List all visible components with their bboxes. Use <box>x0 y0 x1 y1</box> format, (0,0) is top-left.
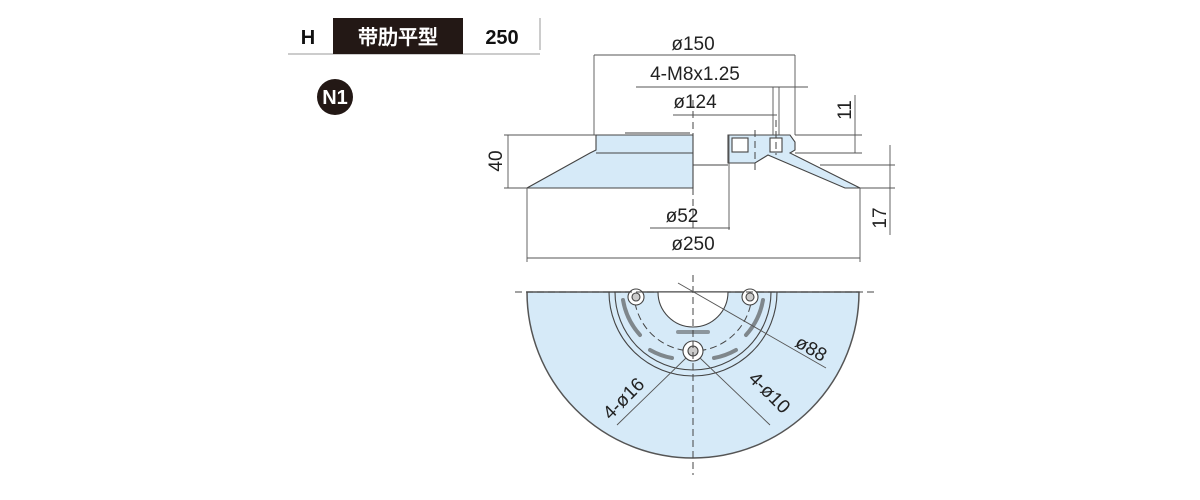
dim-height-top: 11 <box>835 100 856 120</box>
dim-outer-top-dia: ø150 <box>671 34 714 55</box>
dim-lip-height: 17 <box>870 207 891 228</box>
dim-bolt-circle: ø124 <box>673 92 717 113</box>
n1-badge: N1 <box>317 79 353 115</box>
side-view: ø150 4-M8x1.25 ø124 11 17 40 ø52 ø250 <box>486 34 895 262</box>
dim-total-height: 40 <box>486 150 507 171</box>
series-label: H <box>301 27 315 49</box>
dim-bore: ø52 <box>666 206 699 227</box>
type-name: 带肋平型 <box>358 25 438 49</box>
title-block: H 带肋平型 250 <box>288 18 541 55</box>
bottom-view: ø88 4-ø16 4-ø10 <box>515 275 875 475</box>
dim-outer-dia: ø250 <box>671 234 714 255</box>
size-label: 250 <box>485 27 518 49</box>
svg-text:N1: N1 <box>322 87 348 109</box>
dim-thread: 4-M8x1.25 <box>650 64 740 85</box>
